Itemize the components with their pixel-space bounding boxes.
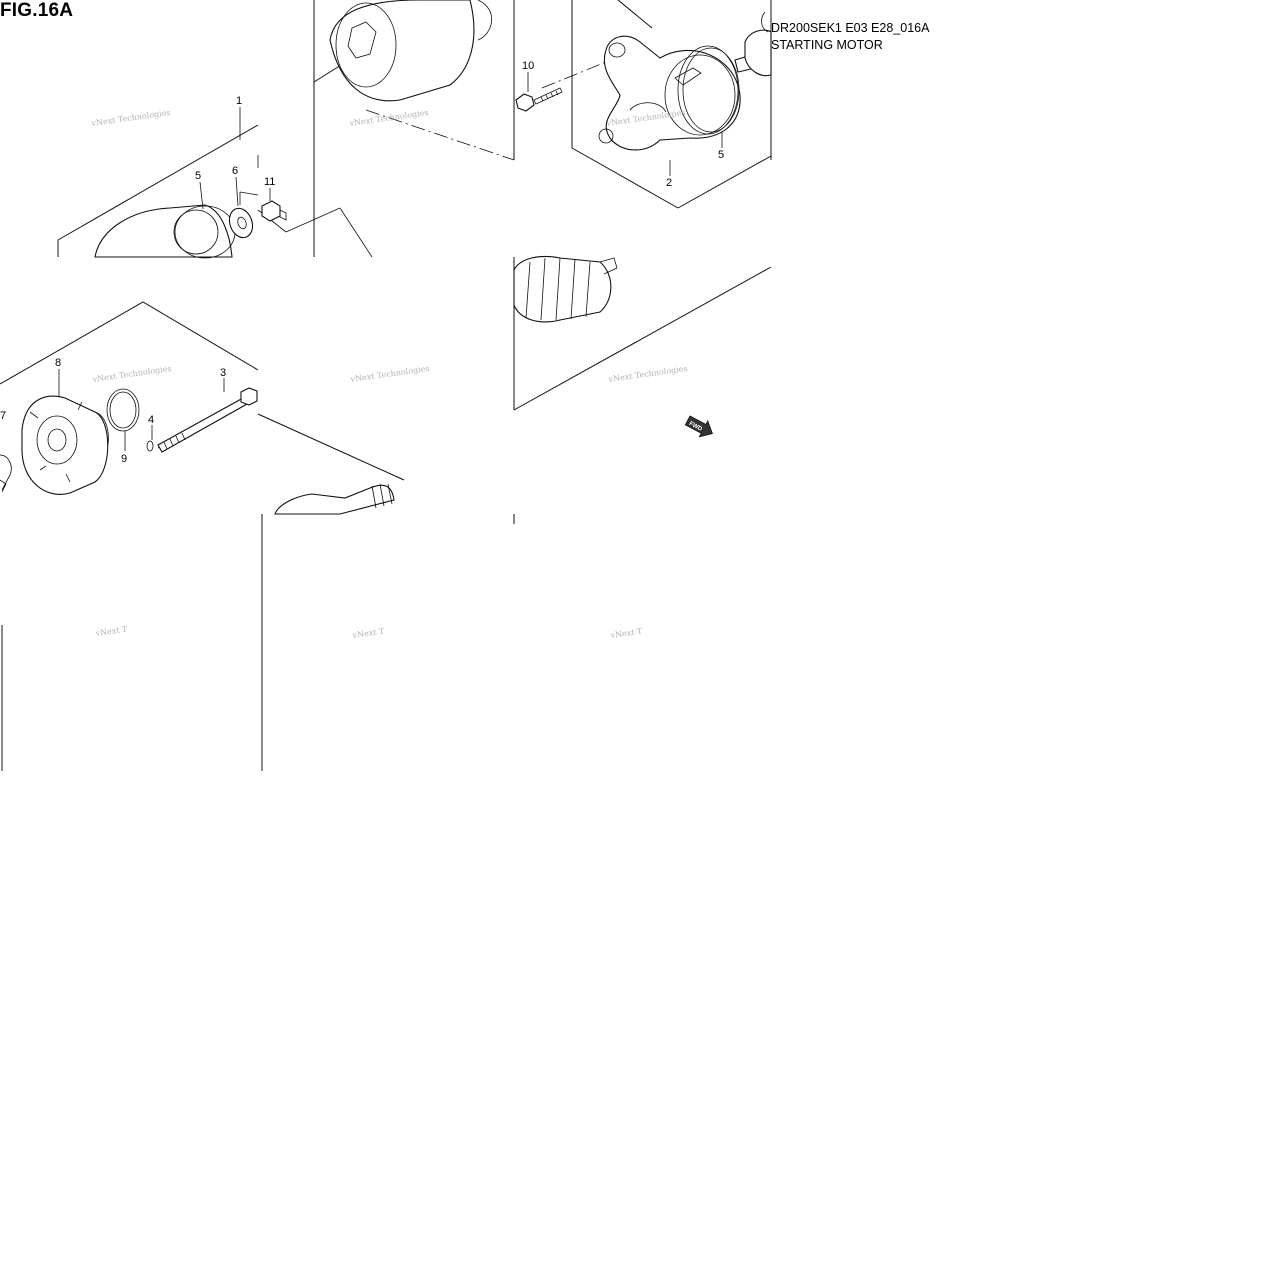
callouts: 1 5 6 11 10 5 2 3 8 4 9 7 [0,60,724,465]
watermark-4: vNext Technologies [91,364,172,384]
motor-case [94,204,233,258]
nut [261,200,287,222]
callout-5-left: 5 [195,170,201,182]
callout-5-right: 5 [718,149,724,161]
through-bolt [157,387,258,453]
reduction-gear-partial [0,454,12,493]
small-washer [146,440,154,452]
watermark-2: vNext Technologies [348,108,429,128]
washer [228,207,254,239]
watermark-1: vNext Technologies [90,108,171,128]
o-ring-right [677,45,740,135]
watermark-5: vNext Technologies [349,364,430,384]
watermark-6: vNext Technologies [607,364,688,384]
tile-borders [1,0,772,771]
watermarks: vNext Technologies vNext Technologies vN… [90,108,688,640]
callout-4: 4 [148,414,154,426]
drawing-code: DR200SEK1 E03 E28_016A [771,21,930,35]
callout-8: 8 [55,357,61,369]
assembly-name: STARTING MOTOR [771,38,883,52]
motor-yoke [329,0,493,102]
armature [513,255,618,323]
terminal-stud [734,11,772,77]
o-ring-housing [106,388,140,432]
pinion-shaft [274,483,395,515]
watermark-8: vNext T [351,627,385,641]
watermark-9: vNext T [609,627,643,641]
callout-3: 3 [220,367,226,379]
front-housing [21,395,109,495]
callout-2: 2 [666,177,672,189]
callout-6: 6 [232,165,238,177]
assembly-outlines [0,0,772,481]
callout-1: 1 [236,95,242,107]
end-cover [598,35,741,151]
bolt-10 [515,87,563,112]
watermark-7: vNext T [94,625,128,639]
fwd-arrow-icon: FWD [684,415,713,438]
callout-11: 11 [264,176,275,188]
figure-title: FIG.16A [0,0,74,21]
callout-10: 10 [522,60,534,72]
callout-9: 9 [121,453,127,465]
callout-7: 7 [0,410,6,422]
